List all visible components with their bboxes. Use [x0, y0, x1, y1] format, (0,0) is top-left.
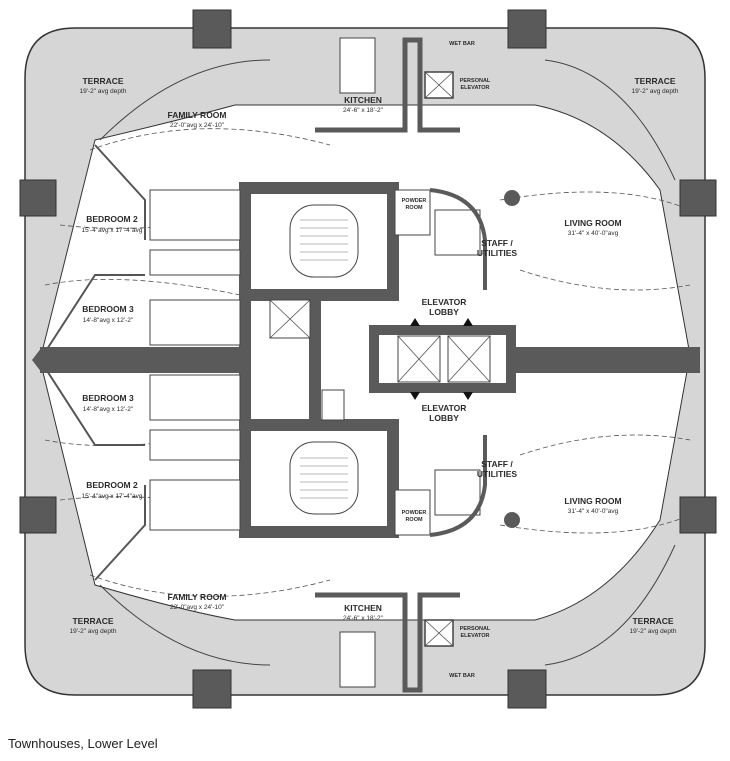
bed2-s-name: BEDROOM 2: [86, 480, 138, 490]
bed2-n-name: BEDROOM 2: [86, 214, 138, 224]
pe-n-x2: [424, 71, 454, 99]
bed2-s-dim: 15'-4"avg x 17'-4"avg: [82, 493, 143, 500]
stair-south-treads: [300, 457, 348, 499]
pe-s-line1: PERSONAL: [460, 626, 491, 632]
spine-wall-west: [40, 347, 245, 373]
arrow-up-right: [463, 318, 473, 326]
living-n-dim: 31'-4" x 40'-0"avg: [568, 230, 619, 237]
partition-nw: [94, 144, 146, 240]
arc-bed-n: [44, 279, 241, 296]
powder-s-line2: ROOM: [405, 517, 423, 523]
lobby-s-line2: LOBBY: [429, 413, 459, 423]
staff-curve-south: [429, 435, 487, 537]
kitchen-n-dim: 24'-6" x 18'-2": [343, 107, 384, 114]
kitchen-s-name: KITCHEN: [344, 603, 382, 613]
kitchen-island-north: [339, 37, 376, 94]
kitchen-n-name: KITCHEN: [344, 95, 382, 105]
partition-sw: [94, 485, 146, 581]
terrace-se-dim: 19'-2" avg depth: [630, 628, 677, 635]
terrace-line-ne: [544, 59, 676, 181]
family-n-name: FAMILY ROOM: [167, 110, 226, 120]
bed3-s-dim: 14'-8"avg x 12'-2": [83, 406, 134, 413]
arrow-up-left: [410, 318, 420, 326]
shaft-x2: [269, 299, 311, 339]
column-living-north: [504, 190, 520, 206]
arrow-down-left: [410, 392, 420, 400]
bath-blocks-west: [149, 189, 241, 531]
spine-tip-west: [32, 347, 42, 373]
plan-caption: Townhouses, Lower Level: [8, 736, 158, 751]
kitchen-island-south: [339, 631, 376, 688]
family-s-dim: 22'-0"avg x 24'-10": [170, 604, 225, 611]
terrace-se-name: TERRACE: [632, 616, 673, 626]
arc-family-s: [89, 574, 331, 597]
terrace-ne-dim: 19'-2" avg depth: [632, 88, 679, 95]
stair-north: [289, 204, 359, 278]
staff-s-line2: UTILITIES: [477, 469, 517, 479]
powder-n-line2: ROOM: [405, 205, 423, 211]
pe-n-line2: ELEVATOR: [460, 85, 489, 91]
terrace-line-nw: [99, 59, 271, 141]
living-n-name: LIVING ROOM: [564, 218, 621, 228]
staff-n-line1: STAFF /: [481, 238, 513, 248]
staff-s-line1: STAFF /: [481, 459, 513, 469]
living-s-dim: 31'-4" x 40'-0"avg: [568, 508, 619, 515]
floor-plan: TERRACE 19'-2" avg depth TERRACE 19'-2" …: [19, 9, 717, 709]
column-living-south: [504, 512, 520, 528]
structural-piers: [19, 9, 717, 709]
arc-living-n: [499, 191, 691, 211]
bed3-s-name: BEDROOM 3: [82, 393, 134, 403]
service-core: [239, 289, 321, 431]
staff-n-line2: UTILITIES: [477, 248, 517, 258]
service-small-room: [321, 389, 345, 421]
kitchen-wall-north: [315, 37, 460, 133]
partition-w-s: [39, 359, 145, 446]
wetbar-n: WET BAR: [449, 41, 475, 47]
arc-bed-s: [44, 429, 241, 446]
wetbar-s: WET BAR: [449, 673, 475, 679]
pe-s-line2: ELEVATOR: [460, 633, 489, 639]
terrace-line-sw: [99, 584, 271, 666]
kitchen-wall-south: [315, 592, 460, 693]
staff-curve-north: [429, 188, 487, 290]
terrace-ne-name: TERRACE: [634, 76, 675, 86]
kitchen-s-dim: 24'-6" x 18'-2": [343, 615, 384, 622]
bed3-n-dim: 14'-8"avg x 12'-2": [83, 317, 134, 324]
pe-s-x2: [424, 619, 454, 647]
living-s-name: LIVING ROOM: [564, 496, 621, 506]
terrace-nw-name: TERRACE: [82, 76, 123, 86]
pe-n-line1: PERSONAL: [460, 78, 491, 84]
powder-n-line1: POWDER: [402, 198, 427, 204]
lobby-n-line1: ELEVATOR: [422, 297, 467, 307]
arc-living-s: [499, 514, 691, 534]
cab1-x2: [397, 335, 441, 383]
arrow-down-right: [463, 392, 473, 400]
elevator-bank: [369, 325, 516, 393]
arc-living-n2: [519, 269, 691, 291]
bed2-n-dim: 15'-4"avg x 17'-4"avg: [82, 227, 143, 234]
lobby-n-line2: LOBBY: [429, 307, 459, 317]
arc-family-n: [89, 128, 331, 151]
staff-blocks-east: [394, 189, 481, 536]
stair-north-treads: [300, 219, 348, 261]
spine-wall-east: [510, 347, 700, 373]
terrace-sw-dim: 19'-2" avg depth: [70, 628, 117, 635]
family-n-dim: 22'-0"avg x 24'-10": [170, 122, 225, 129]
cab2-x2: [447, 335, 491, 383]
partition-w-n: [39, 274, 145, 361]
arc-living-s2: [519, 434, 691, 456]
bed3-n-name: BEDROOM 3: [82, 304, 134, 314]
terrace-sw-name: TERRACE: [72, 616, 113, 626]
terrace-line-se: [544, 544, 676, 666]
family-s-name: FAMILY ROOM: [167, 592, 226, 602]
terrace-nw-dim: 19'-2" avg depth: [80, 88, 127, 95]
lobby-s-line1: ELEVATOR: [422, 403, 467, 413]
stair-south: [289, 441, 359, 515]
powder-s-line1: POWDER: [402, 510, 427, 516]
